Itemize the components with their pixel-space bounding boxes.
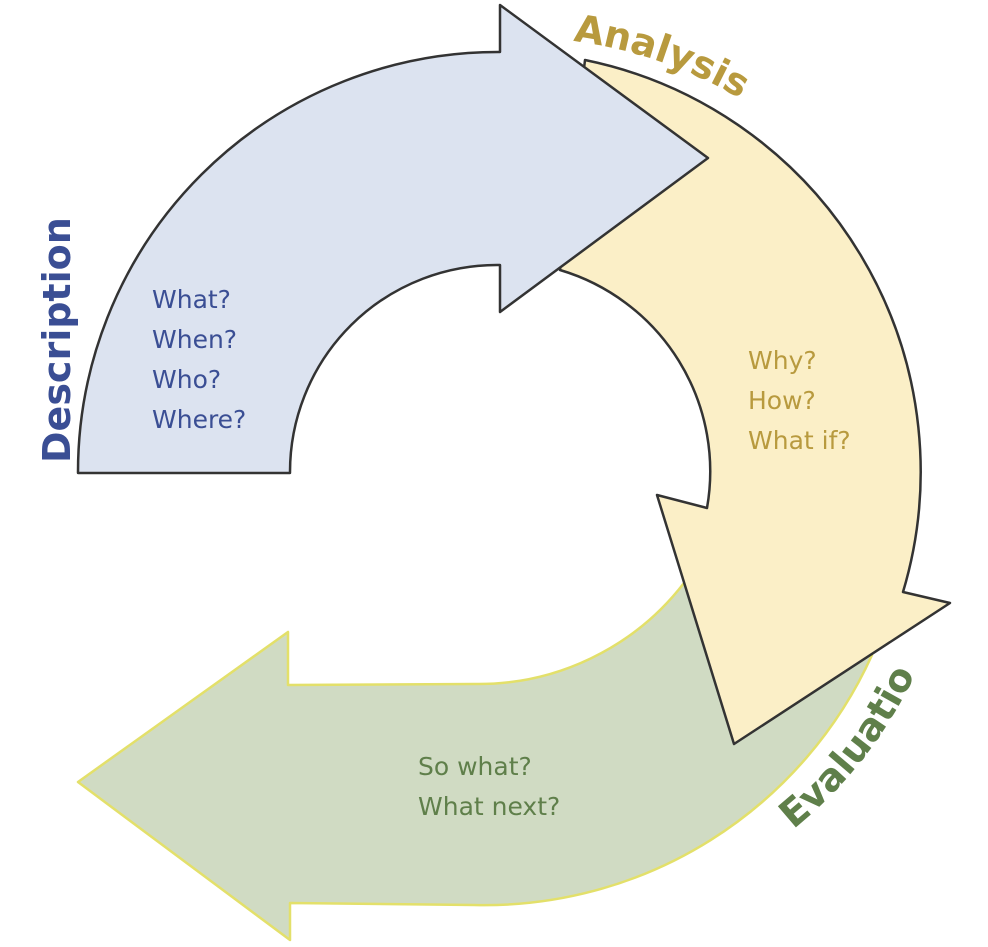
analysis-question: What if? bbox=[748, 426, 851, 455]
description-question: Where? bbox=[152, 405, 246, 434]
analysis-question: How? bbox=[748, 386, 816, 415]
description-questions: What? When? Who? Where? bbox=[152, 285, 246, 434]
analysis-questions: Why? How? What if? bbox=[748, 346, 851, 455]
analysis-arrow bbox=[558, 58, 952, 746]
description-question: When? bbox=[152, 325, 237, 354]
description-question: Who? bbox=[152, 365, 221, 394]
analysis-question: Why? bbox=[748, 346, 817, 375]
evaluation-question: So what? bbox=[418, 752, 532, 781]
description-question: What? bbox=[152, 285, 231, 314]
evaluation-question: What next? bbox=[418, 792, 560, 821]
description-label: Description bbox=[35, 217, 79, 463]
evaluation-arrow bbox=[76, 581, 874, 942]
description-arrow bbox=[76, 3, 710, 475]
evaluation-questions: So what? What next? bbox=[418, 752, 560, 821]
